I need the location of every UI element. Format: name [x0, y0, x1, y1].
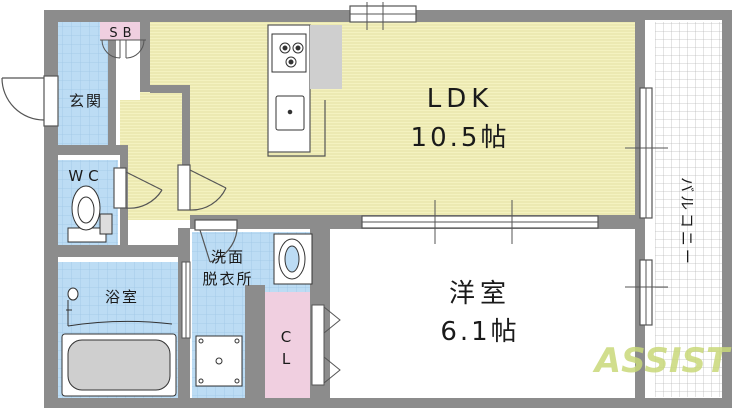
sliding-door-ldk-bedroom[interactable]: [361, 200, 599, 244]
toilet-icon: [67, 185, 113, 243]
closet-name-line1: C: [281, 328, 291, 346]
washroom-door[interactable]: [177, 164, 227, 211]
bedroom-balcony-window: [625, 259, 668, 326]
entrance-floor: [58, 22, 108, 147]
bathtub-icon: [61, 333, 177, 397]
front-door[interactable]: [1, 75, 59, 127]
shoe-box-floor: [100, 22, 145, 40]
shoe-box-doors[interactable]: [100, 39, 146, 59]
watermark-text: ASSIST: [592, 341, 732, 381]
shower-icon: [66, 287, 173, 327]
ldk-floor: [140, 22, 635, 217]
cooktop-icon: [271, 33, 307, 73]
sink-icon: [275, 95, 305, 131]
washing-machine-pan: [195, 335, 243, 387]
shoe-box-name: SB: [109, 26, 136, 41]
bathroom-door[interactable]: [181, 261, 191, 339]
ldk-balcony-window: [625, 87, 668, 219]
entrance-name: 玄関: [69, 92, 103, 110]
balcony-floor: [655, 22, 725, 397]
bedroom-size: 6.1帖: [440, 317, 519, 347]
bathroom-name: 浴室: [105, 288, 139, 306]
balcony-rail: [645, 10, 732, 408]
ldk-name: LDK: [427, 84, 494, 114]
north-window: [349, 2, 417, 30]
closet-doors[interactable]: [311, 304, 341, 386]
closet-name-line2: L: [282, 350, 291, 368]
washroom-name-line1: 洗面: [211, 248, 245, 266]
balcony-name: バルコニー: [678, 177, 696, 267]
bedroom-name: 洋室: [449, 279, 511, 309]
washroom-entry-door[interactable]: [194, 219, 238, 263]
toilet-name: WC: [68, 167, 103, 185]
closet-floor: [262, 292, 312, 402]
bedroom-floor: [330, 230, 635, 405]
washbasin-icon: [273, 233, 313, 285]
toilet-door[interactable]: [113, 167, 163, 209]
washroom-name-line2: 脱衣所: [202, 270, 253, 288]
ldk-size: 10.5帖: [411, 123, 510, 153]
